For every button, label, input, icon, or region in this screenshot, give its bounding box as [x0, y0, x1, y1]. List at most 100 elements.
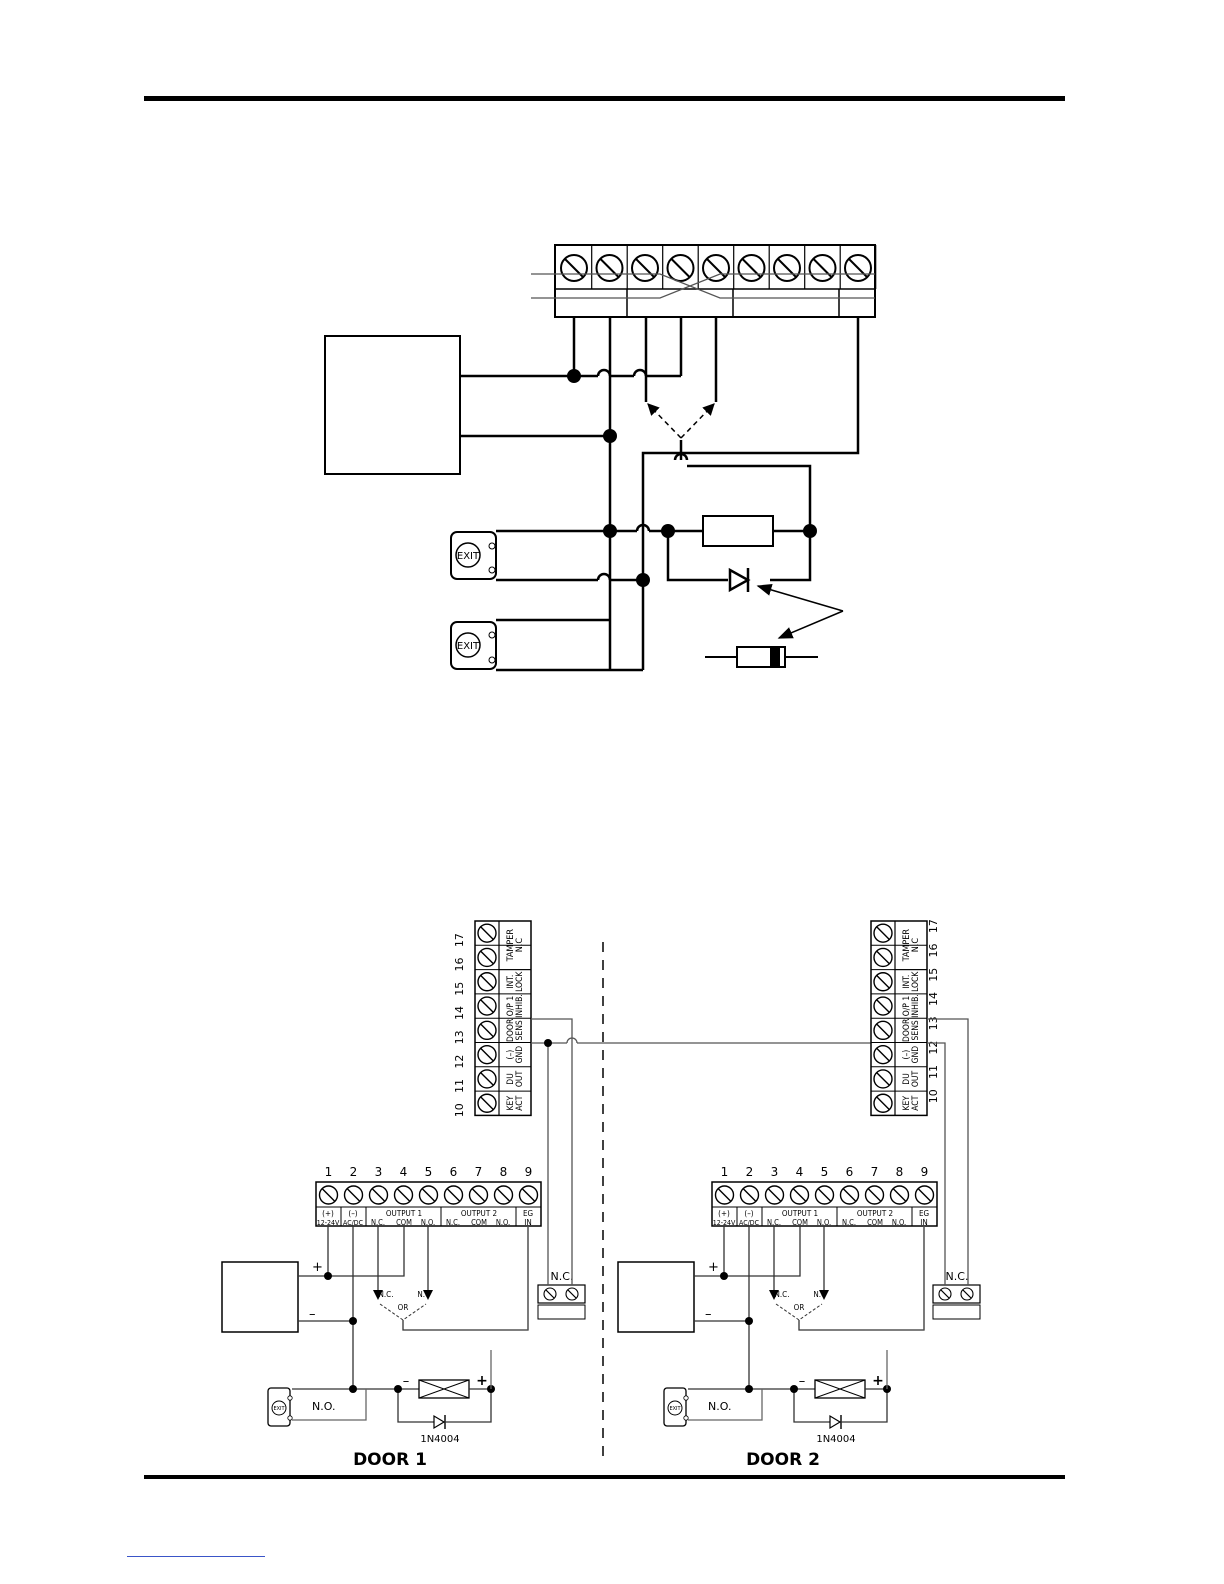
terminal-label: N.O. [496, 1218, 510, 1227]
plus-sign: + [312, 1260, 323, 1275]
terminal-label: 12-24V [713, 1219, 736, 1227]
side-label: KEYACT [506, 1095, 525, 1110]
exit-label-2: EXIT [457, 641, 480, 652]
side-terminal-number: 11 [927, 1065, 940, 1079]
terminal-label: N.O. [421, 1218, 435, 1227]
terminal-label: OUTPUT 1 [386, 1209, 422, 1218]
power-supply [221, 1261, 299, 1333]
side-terminal-number: 13 [927, 1016, 940, 1030]
terminal-number: 7 [475, 1165, 483, 1179]
terminal-number: 9 [921, 1165, 929, 1179]
terminal-label: (+) [718, 1209, 730, 1218]
lock-plus: + [872, 1373, 884, 1389]
side-terminal-number: 11 [453, 1079, 466, 1093]
interlock-wires [531, 273, 875, 299]
top-rule [144, 96, 1065, 101]
terminal-label: N.O. [892, 1218, 906, 1227]
terminal-number: 2 [746, 1165, 754, 1179]
terminal-number: 8 [896, 1165, 904, 1179]
no-contact-label: N.O. [708, 1400, 731, 1413]
side-terminal-number: 15 [453, 982, 466, 996]
diode-label: 1N4004 [420, 1434, 459, 1445]
terminal-label: N.C. [371, 1218, 385, 1227]
lock-minus: – [403, 1374, 410, 1389]
lock-coil [702, 515, 774, 547]
terminal-label: COM [471, 1218, 487, 1227]
or-label: OR [794, 1303, 805, 1312]
door-contact-label: N.C. [946, 1270, 969, 1283]
side-label: KEYACT [902, 1095, 921, 1110]
side-label: (–)GND [506, 1046, 525, 1064]
side-label: (–)GND [902, 1046, 921, 1064]
terminal-number: 7 [871, 1165, 879, 1179]
side-terminal-number: 15 [927, 968, 940, 982]
terminal-label: AC/DC [739, 1219, 760, 1227]
exit-label-1: EXIT [457, 551, 480, 562]
terminal-label: N.C. [767, 1218, 781, 1227]
side-terminal-number: 14 [927, 992, 940, 1006]
side-terminal-number: 17 [453, 933, 466, 947]
power-supply [617, 1261, 695, 1333]
terminal-number: 1 [325, 1165, 333, 1179]
side-label: DUOUT [902, 1070, 921, 1087]
side-label: DOORSENS [902, 1018, 921, 1042]
terminal-number: 1 [721, 1165, 729, 1179]
terminal-label: IN [524, 1218, 532, 1227]
no-contact-label: N.O. [312, 1400, 335, 1413]
footer-link-underline[interactable] [127, 1556, 265, 1557]
no-label: N.O [417, 1290, 431, 1299]
side-terminal-number: 10 [927, 1089, 940, 1103]
terminal-number: 9 [525, 1165, 533, 1179]
terminal-number: 6 [846, 1165, 854, 1179]
minus-sign: – [309, 1307, 316, 1322]
terminal-label: (–) [744, 1209, 753, 1218]
terminal-label: IN [920, 1218, 928, 1227]
terminal-label: EG [523, 1209, 533, 1218]
side-terminal-number: 12 [927, 1041, 940, 1055]
side-terminal-number: 17 [927, 919, 940, 933]
diode-component [705, 646, 818, 668]
terminal-number: 3 [375, 1165, 383, 1179]
plus-sign: + [708, 1260, 719, 1275]
no-label: N.O [813, 1290, 827, 1299]
terminal-label: COM [396, 1218, 412, 1227]
door-2-title: DOOR 2 [746, 1450, 820, 1470]
terminal-number: 5 [425, 1165, 433, 1179]
door-contact-label: N.C. [551, 1270, 574, 1283]
side-terminal-number: 14 [453, 1006, 466, 1020]
diode-symbol [728, 567, 751, 593]
side-label: O/P 1INHIB. [902, 994, 921, 1018]
terminal-label: OUTPUT 2 [461, 1209, 497, 1218]
top-wiring-diagram [324, 244, 877, 672]
terminal-label: COM [792, 1218, 808, 1227]
power-supply-box [324, 335, 461, 475]
terminal-number: 4 [796, 1165, 804, 1179]
side-label: INT.LOCK [506, 971, 525, 992]
door-1-title: DOOR 1 [353, 1450, 427, 1470]
terminal-label: N.C. [842, 1218, 856, 1227]
side-terminal-number: 16 [453, 957, 466, 971]
diode [433, 1414, 446, 1430]
diode-label: 1N4004 [816, 1434, 855, 1445]
or-label: OR [398, 1303, 409, 1312]
side-label: DOORSENS [506, 1018, 525, 1042]
terminal-number: 5 [821, 1165, 829, 1179]
terminal-label: COM [867, 1218, 883, 1227]
terminal-label: OUTPUT 2 [857, 1209, 893, 1218]
nc-label: N.C. [775, 1290, 790, 1299]
terminal-label: N.C. [446, 1218, 460, 1227]
terminal-label: (+) [322, 1209, 334, 1218]
side-terminal-number: 16 [927, 943, 940, 957]
terminal-label: OUTPUT 1 [782, 1209, 818, 1218]
terminal-label: N.O. [817, 1218, 831, 1227]
exit-label: EXIT [273, 1406, 285, 1412]
minus-sign: – [705, 1307, 712, 1322]
terminal-label: 12-24V [317, 1219, 340, 1227]
terminal-number: 4 [400, 1165, 408, 1179]
terminal-label: (–) [348, 1209, 357, 1218]
side-terminal-number: 13 [453, 1030, 466, 1044]
terminal-label: AC/DC [343, 1219, 364, 1227]
